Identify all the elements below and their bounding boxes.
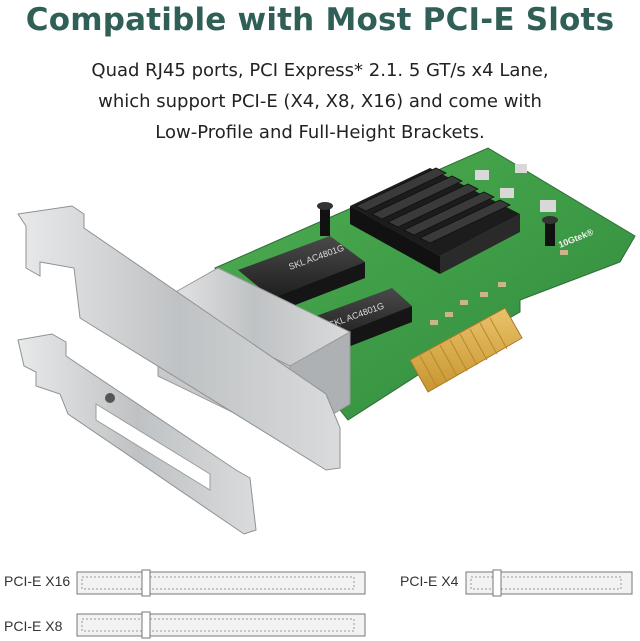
slot-label-x8: PCI-E X8 [4,618,63,634]
bracket-screw-icon [105,393,115,403]
description-line-1: Quad RJ45 ports, PCI Express* 2.1. 5 GT/… [91,60,549,81]
description-line-3: Low-Profile and Full-Height Brackets. [155,122,485,143]
slot-label-x4: PCI-E X4 [400,573,459,589]
slot-x4-graphic [465,569,633,597]
standoff-screws [317,202,558,246]
full-height-bracket [17,205,341,471]
transformer-chip-1: SKL AC4801G [238,236,365,314]
description-line-2: which support PCI-E (X4, X8, X16) and co… [98,91,542,112]
slot-x8-graphic [76,611,366,639]
slot-x16-graphic [76,569,366,597]
gold-connector [409,307,523,393]
slot-label-x16: PCI-E X16 [4,573,71,589]
slot-diagrams: PCI-E X16 PCI-E X8 PCI-E X4 [0,560,640,641]
heatsink [350,167,520,274]
network-card-illustration: SKL AC4801G SKL AC4801G 10Gtek® [17,147,636,535]
description: Quad RJ45 ports, PCI Express* 2.1. 5 GT/… [0,55,640,148]
page-title: Compatible with Most PCI-E Slots [25,2,615,38]
